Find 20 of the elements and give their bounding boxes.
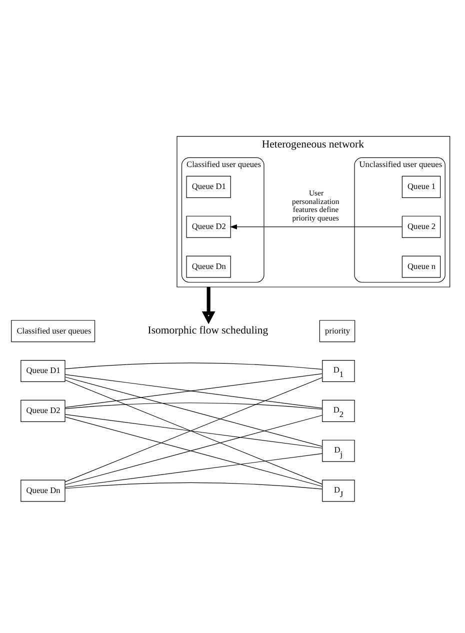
node-box: Queue Dn: [20, 480, 65, 502]
node-box: Queue n: [401, 256, 440, 278]
node-box: Queue D2: [20, 400, 65, 422]
node-box: Queue D2: [186, 216, 230, 238]
arrow: [229, 224, 402, 230]
node-box: Classified user queues: [10, 320, 95, 342]
connector: [64, 453, 322, 488]
node-box: Queue Dn: [186, 256, 230, 278]
node-text: Isomorphic flow scheduling: [147, 324, 268, 337]
arrow: [201, 287, 215, 324]
node-box: Queue D1: [20, 360, 65, 382]
node-box: Queue D1: [186, 176, 230, 198]
connector: [64, 376, 322, 447]
connector: [64, 482, 322, 490]
node-box: Queue 2: [401, 216, 440, 238]
connector: [64, 414, 322, 448]
node-box: Queue 1: [401, 176, 440, 198]
connector: [64, 362, 322, 370]
node-box: priority: [318, 320, 355, 342]
connector: [64, 402, 322, 410]
